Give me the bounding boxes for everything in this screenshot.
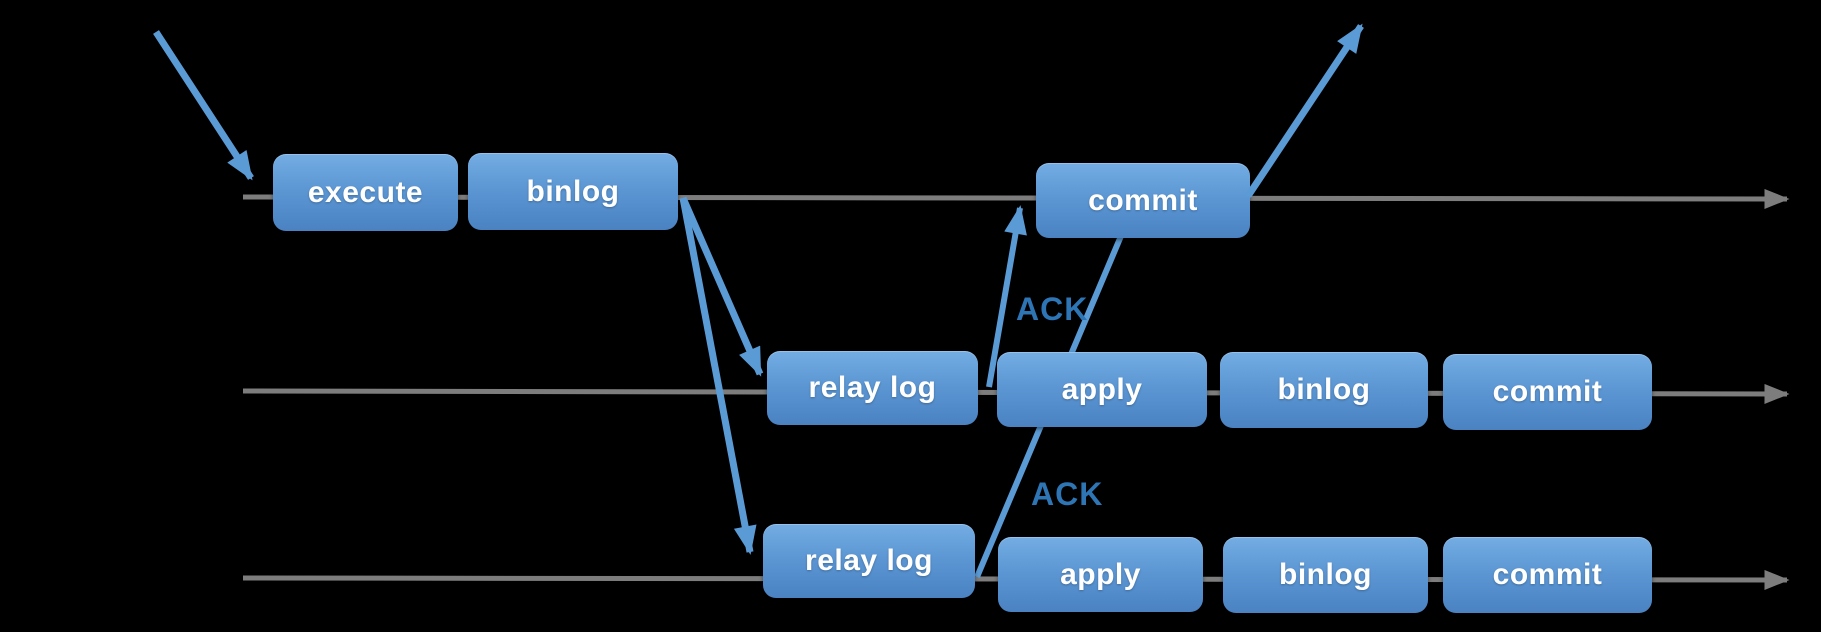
master-commit-box: commit bbox=[1036, 163, 1250, 238]
replica2-binlog-box: binlog bbox=[1223, 537, 1428, 613]
replica1-relay-log-box: relay log bbox=[767, 351, 978, 425]
ack-label-replica2: ACK bbox=[1031, 476, 1104, 512]
replica2-relay-log-box: relay log bbox=[763, 524, 975, 598]
master-binlog-box: binlog bbox=[468, 153, 678, 230]
replica2-commit-box: commit bbox=[1443, 537, 1652, 613]
replica1-binlog-box: binlog bbox=[1220, 352, 1428, 428]
ack-label-replica1: ACK bbox=[1016, 291, 1089, 327]
replica2-apply-box: apply bbox=[998, 537, 1203, 612]
execute-box: execute bbox=[273, 154, 458, 231]
replica1-commit-box: commit bbox=[1443, 354, 1652, 430]
replica1-apply-box: apply bbox=[997, 352, 1207, 427]
